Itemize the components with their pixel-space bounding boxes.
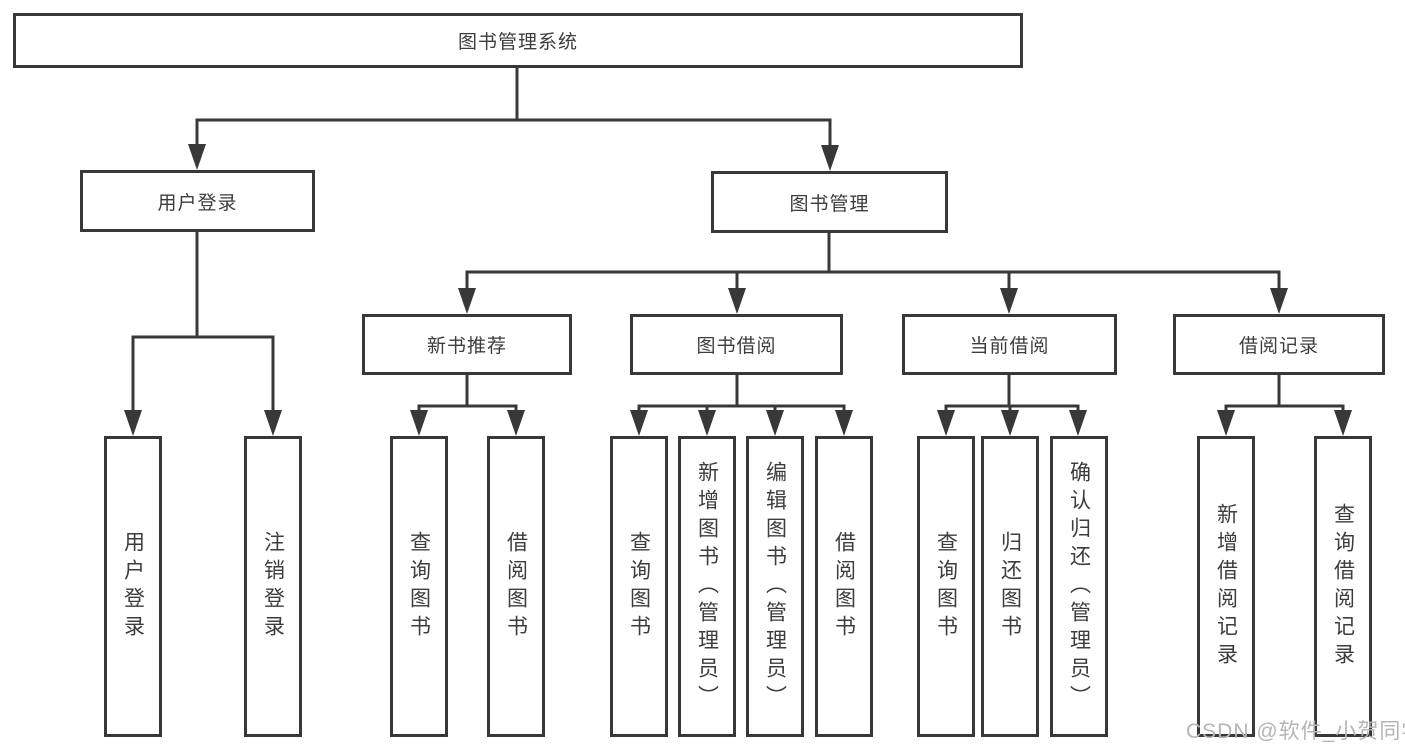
node-current-borrow: 当前借阅 <box>902 314 1117 375</box>
leaf-current-query-books-label: 查询图书 <box>934 530 958 643</box>
node-user-login: 用户登录 <box>80 170 315 232</box>
leaf-borrow-edit-books-admin-label: 编辑图书（管理员） <box>763 460 787 713</box>
leaf-user-login: 用户登录 <box>104 436 162 737</box>
leaf-borrow-query-books: 查询图书 <box>610 436 668 737</box>
node-book-borrow: 图书借阅 <box>630 314 843 375</box>
leaf-records-add: 新增借阅记录 <box>1197 436 1255 737</box>
leaf-borrow-edit-books-admin: 编辑图书（管理员） <box>746 436 804 737</box>
leaf-borrow-query-books-label: 查询图书 <box>627 530 651 643</box>
node-current-borrow-label: 当前借阅 <box>969 336 1050 357</box>
leaf-borrow-borrow-books: 借阅图书 <box>815 436 873 737</box>
leaf-records-query: 查询借阅记录 <box>1314 436 1372 737</box>
leaf-borrow-add-books-admin: 新增图书（管理员） <box>678 436 736 737</box>
node-root-label: 图书管理系统 <box>457 32 578 53</box>
node-borrow-records-label: 借阅记录 <box>1238 336 1319 357</box>
leaf-current-return-books: 归还图书 <box>981 436 1039 737</box>
node-borrow-records: 借阅记录 <box>1173 314 1385 375</box>
leaf-recommend-borrow-books-label: 借阅图书 <box>504 530 528 643</box>
leaf-recommend-query-books-label: 查询图书 <box>407 530 431 643</box>
leaf-borrow-add-books-admin-label: 新增图书（管理员） <box>695 460 719 713</box>
node-root-library-system: 图书管理系统 <box>13 13 1023 68</box>
node-new-book-recommend-label: 新书推荐 <box>426 336 507 357</box>
node-book-management: 图书管理 <box>711 171 948 233</box>
leaf-user-login-label: 用户登录 <box>121 530 145 643</box>
leaf-records-query-label: 查询借阅记录 <box>1331 502 1355 671</box>
leaf-recommend-borrow-books: 借阅图书 <box>487 436 545 737</box>
leaf-current-confirm-return-admin: 确认归还（管理员） <box>1050 436 1108 737</box>
node-book-management-label: 图书管理 <box>789 193 870 215</box>
leaf-records-add-label: 新增借阅记录 <box>1214 502 1238 671</box>
leaf-logout-label: 注销登录 <box>261 530 285 643</box>
node-new-book-recommend: 新书推荐 <box>362 314 572 375</box>
leaf-logout: 注销登录 <box>244 436 302 737</box>
leaf-borrow-borrow-books-label: 借阅图书 <box>832 530 856 643</box>
leaf-current-query-books: 查询图书 <box>917 436 975 737</box>
leaf-current-return-books-label: 归还图书 <box>998 530 1022 643</box>
leaf-current-confirm-return-admin-label: 确认归还（管理员） <box>1067 460 1091 713</box>
leaf-recommend-query-books: 查询图书 <box>390 436 448 737</box>
csdn-watermark: CSDN @软件_小贺同学 <box>1186 720 1405 743</box>
node-user-login-label: 用户登录 <box>157 192 238 214</box>
node-book-borrow-label: 图书借阅 <box>696 336 777 357</box>
